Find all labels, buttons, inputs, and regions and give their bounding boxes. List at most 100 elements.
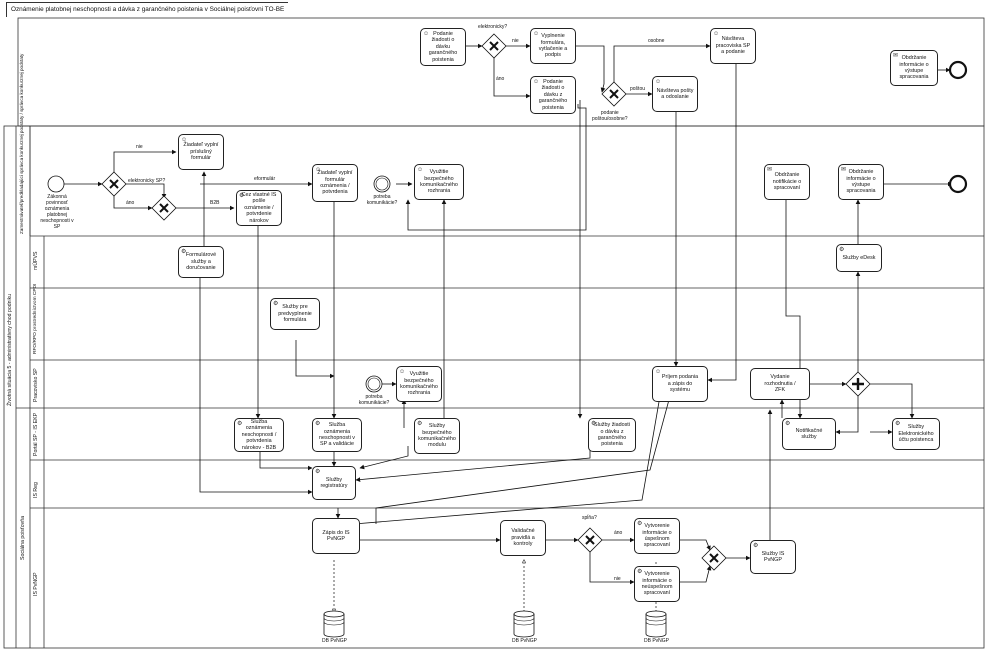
lane-label-portal: Portál SP - IS EKP — [33, 412, 39, 456]
task-sluzby-is-pvngp[interactable]: ⚙Služby IS PvNGP — [750, 540, 796, 574]
gateway-elektronicky-sp — [151, 195, 177, 221]
task-obdrzanie-top[interactable]: ✉Obdržanie informácie o výstupe spracova… — [890, 50, 938, 86]
flow-label-ano-top: áno — [496, 76, 505, 82]
task-formularove-sluzby[interactable]: ⚙Formulárové služby a doručovanie — [178, 246, 224, 278]
flow-label-osobne: osobne — [648, 38, 665, 44]
task-sluzby-elektronickeho[interactable]: ⚙Služby Elektronického účtu poistenca — [892, 418, 940, 450]
service-task-icon: ⚙ — [895, 421, 901, 427]
task-label: Návšteva pošty a odoslanie — [656, 87, 694, 100]
start-event-zam — [47, 175, 65, 193]
task-vytvorenie-uspesnom[interactable]: ⚙Vytvorenie informácie o úspešnom spraco… — [634, 518, 680, 554]
task-label: Formulárové služby a doručovanie — [185, 252, 217, 272]
task-validacne-pravidla[interactable]: Validačné pravidlá a kontroly — [500, 520, 546, 556]
flow-label-elektronicky-sp: elektronicky SP? — [128, 178, 166, 184]
task-vyuzitie-zam[interactable]: ☺Využitie bezpečného komunikačného rozhr… — [414, 164, 464, 200]
intermediate-event-prac — [365, 375, 383, 393]
db-pvngp-3 — [645, 610, 667, 638]
user-task-icon: ☺ — [655, 369, 662, 375]
gateway-elektronicky-top — [481, 33, 507, 59]
task-label: Žiadateľ vyplní formulár oznámenia / pot… — [317, 170, 353, 196]
service-task-icon: ⚙ — [753, 543, 759, 549]
task-ziadatel-vyplni-oznamenia[interactable]: ☺Žiadateľ vyplní formulár oznámenia / po… — [312, 164, 358, 202]
db-label-1: DB PvNGP — [322, 638, 348, 644]
lane-label-pracovisko: Pracovisko SP — [33, 368, 39, 402]
gateway-nie-ano-zam — [101, 171, 127, 197]
task-label: Obdržanie informácie o výstupe spracovan… — [899, 55, 929, 81]
user-task-icon: ☺ — [181, 137, 188, 143]
flow-label-nie-top: nie — [512, 38, 519, 44]
service-task-icon: ⚙ — [181, 249, 187, 255]
task-ziadatel-vyplni-prislusny[interactable]: ☺Žiadateľ vyplní príslušný formulár — [178, 134, 224, 170]
message-icon: ✉ — [841, 167, 847, 173]
task-sluzba-validacie[interactable]: ⚙Služba oznámenia neschopnosti v SP a va… — [312, 418, 362, 452]
task-sluzby-registratury[interactable]: ⚙Služby registratúry — [312, 466, 356, 500]
message-icon: ✉ — [893, 53, 899, 59]
task-vydanie-rozhodnutia[interactable]: Vydanie rozhodnutia / ZFK — [750, 368, 810, 400]
task-obdrzanie-zam[interactable]: ✉Obdržanie informácie o výstupe spracova… — [838, 164, 884, 200]
message-icon: ✉ — [767, 167, 773, 173]
task-navsteva-pracoviska[interactable]: ☺Návšteva pracoviska SP a podanie — [710, 28, 756, 64]
user-task-icon: ☺ — [423, 31, 430, 37]
task-label: Služby Elektronického účtu poistenca — [898, 424, 934, 444]
flow-label-ano-splna: áno — [614, 530, 623, 536]
service-task-icon: ⚙ — [315, 469, 321, 475]
task-vytvorenie-neuspesnom[interactable]: ⚙Vytvorenie informácie o neúspešnom spra… — [634, 566, 680, 602]
task-label: Vydanie rozhodnutia / ZFK — [764, 374, 796, 394]
event-label-potreba-zam: potreba komunikácie? — [366, 194, 398, 206]
task-vyuzitie-prac[interactable]: ☺Využitie bezpečného komunikačného rozhr… — [396, 366, 442, 402]
diagram-title: Oznámenie platobnej neschopnosti a dávka… — [6, 2, 289, 17]
end-event-top — [948, 60, 968, 80]
task-label: Služby bezpečného komunikačného modulu — [418, 423, 456, 449]
pool-frame — [3, 17, 985, 649]
user-task-icon: ☺ — [315, 167, 322, 173]
task-zapis-do-is[interactable]: Zápis do IS PvNGP — [312, 518, 360, 554]
user-task-icon: ☺ — [533, 31, 540, 37]
db-pvngp-1 — [323, 610, 345, 638]
service-task-icon: ⚙ — [315, 421, 321, 427]
task-prijem-podania[interactable]: ☺Príjem podania a zápis do systému — [652, 366, 708, 402]
task-label: Príjem podania a zápis do systému — [661, 374, 699, 394]
task-sluzby-predvyplnenie[interactable]: ⚙Služby pre predvyplnenie formulára — [270, 298, 320, 330]
task-label: Notifikačné služby — [795, 427, 823, 440]
task-sluzby-ziadosti[interactable]: ⚙Služby žiadosti o dávku z garančného po… — [588, 418, 636, 452]
lane-label-mupvs: mÚPVS — [33, 251, 39, 270]
task-label: Validačné pravidlá a kontroly — [511, 528, 535, 548]
flow-label-postou: poštou — [630, 86, 646, 92]
task-navsteva-posty[interactable]: ☺ Návšteva pošty a odoslanie — [652, 76, 698, 112]
flow-label-nie-splna: nie — [614, 576, 621, 582]
task-label: Služby eDesk — [842, 254, 876, 261]
task-vyplnenie-formulara[interactable]: ☺Vyplnenie formulára, vytlačenie a podpi… — [530, 28, 576, 64]
gateway-merge-pvngp — [701, 545, 727, 571]
lane-label-isreg: IS Reg — [33, 482, 39, 498]
gateway-podanie — [601, 81, 627, 107]
task-label: Obdržanie notifikácie o spracovaní — [772, 172, 802, 192]
task-label: Žiadateľ vyplní príslušný formulár — [183, 142, 219, 162]
end-event-zam — [948, 174, 968, 194]
task-podanie-ziadosti-top[interactable]: ☺Podanie žiadosti o dávku garančného poi… — [420, 28, 466, 66]
task-notifikacne-sluzby[interactable]: ⚙Notifikačné služby — [782, 418, 836, 450]
task-label: Využitie bezpečného komunikačného rozhra… — [400, 371, 438, 397]
data-associations — [334, 560, 657, 612]
task-label: Podanie žiadosti o dávku garančného pois… — [428, 30, 458, 63]
pool-label-outer: Životná situácia 5 - administratívny cho… — [7, 293, 13, 406]
gateway-splna — [577, 527, 603, 553]
db-label-3: DB PvNGP — [644, 638, 670, 644]
task-label: Služba oznámenia neschopnosti v SP a val… — [319, 422, 355, 448]
task-podanie-ziadosti-mid[interactable]: ☺Podanie žiadosti o dávku z garančného p… — [530, 76, 576, 114]
task-sluzby-edesk[interactable]: ⚙Služby eDesk — [836, 244, 882, 272]
task-sluzby-modulu[interactable]: ⚙Služby bezpečného komunikačného modulu — [414, 418, 460, 454]
lane-label-ispvngp: IS PvNGP — [33, 572, 39, 596]
service-task-icon: ⚙ — [637, 569, 643, 575]
task-cez-vlastne-is[interactable]: ⚙Cez vlastné IS pošle oznámenie / potvrd… — [236, 190, 282, 226]
user-task-icon: ☺ — [713, 31, 720, 37]
user-task-icon: ☺ — [655, 79, 662, 85]
service-task-icon: ⚙ — [237, 421, 243, 427]
task-sluzba-b2b[interactable]: ⚙Služba oznámenia neschopnosti / potvrde… — [234, 418, 284, 452]
gateway-label-splna: spĺňa? — [582, 515, 597, 521]
task-label: Vytvorenie informácie o úspešnom spracov… — [642, 523, 672, 549]
db-label-2: DB PvNGP — [512, 638, 538, 644]
task-obdrzanie-notifikacie[interactable]: ✉Obdržanie notifikácie o spracovaní — [764, 164, 810, 200]
service-task-icon: ⚙ — [273, 301, 279, 307]
task-label: Služby IS PvNGP — [761, 550, 785, 563]
